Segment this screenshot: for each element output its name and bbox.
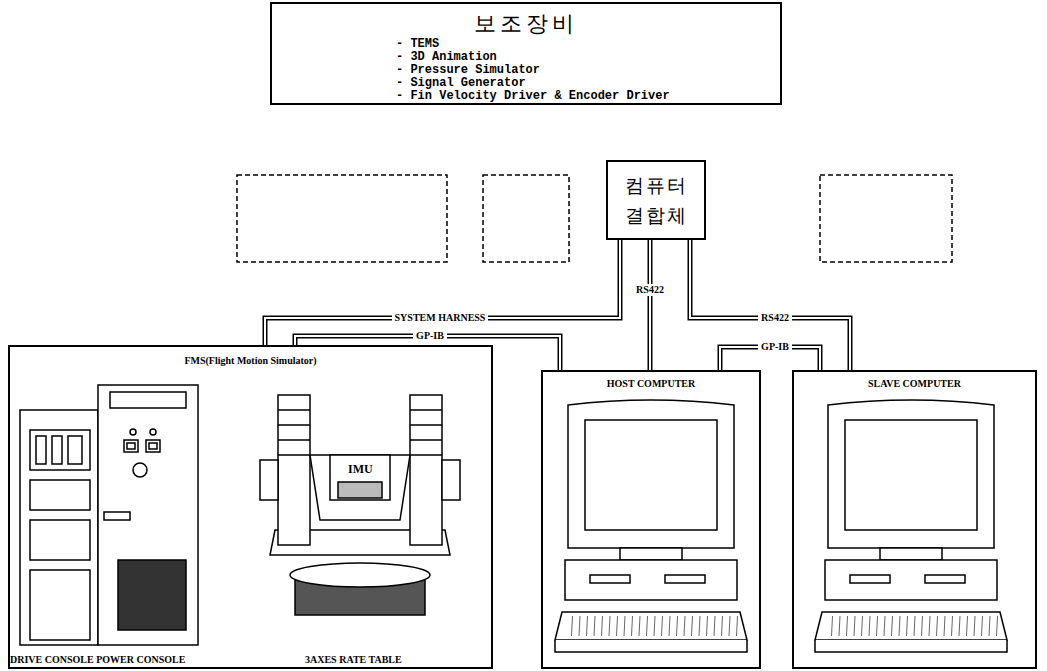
dashed-box: [820, 175, 952, 262]
list-item: - TEMS: [396, 38, 780, 51]
box-heading: 보조장비: [272, 10, 780, 38]
connector-label: SYSTEM HARNESS: [392, 312, 489, 324]
list-item: - Pressure Simulator: [396, 64, 780, 77]
cable-connector: [650, 240, 651, 370]
computer-assembly-box: 컴퓨터 결합체: [606, 160, 706, 240]
cable-connector: [690, 240, 850, 370]
host-computer-box: HOST COMPUTER: [541, 370, 761, 669]
connector-label: RS422: [758, 312, 792, 324]
cable-connector: [265, 240, 620, 345]
box-title: FMS(Flight Motion Simulator): [10, 355, 491, 366]
part-label: DRIVE CONSOLE POWER CONSOLE: [10, 654, 185, 665]
dashed-box: [483, 175, 569, 262]
host-computer-drawing: [555, 400, 747, 652]
box-title: 컴퓨터 결합체: [608, 162, 704, 238]
dashed-box: [237, 175, 447, 262]
list-item: - Signal Generator: [396, 77, 780, 90]
fms-box: FMS(Flight Motion Simulator): [8, 345, 493, 669]
drive-power-console: [20, 385, 198, 645]
part-label: 3AXES RATE TABLE: [305, 654, 402, 665]
keyboard-keys: [572, 616, 998, 636]
box-title: SLAVE COMPUTER: [794, 378, 1035, 389]
list-item: - Fin Velocity Driver & Encoder Driver: [396, 90, 780, 103]
connector-label: RS422: [633, 284, 667, 296]
slave-computer-drawing: [815, 400, 1007, 652]
box-title: HOST COMPUTER: [543, 378, 759, 389]
slave-computer-box: SLAVE COMPUTER: [792, 370, 1037, 669]
rate-table: [260, 395, 460, 615]
connector-label: GP-IB: [413, 330, 447, 342]
part-label: IMU: [348, 462, 373, 477]
list-item: - 3D Animation: [396, 51, 780, 64]
connector-label: GP-IB: [758, 341, 792, 353]
equipment-box: 보조장비- TEMS- 3D Animation- Pressure Simul…: [270, 2, 782, 105]
